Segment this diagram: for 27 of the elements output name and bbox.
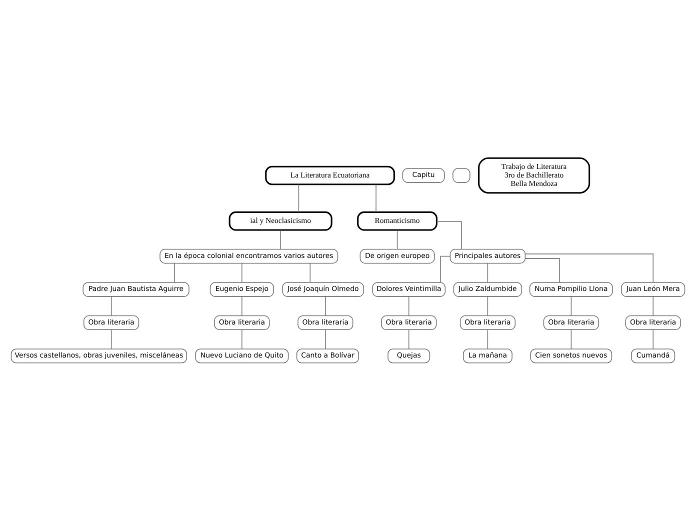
connector <box>325 296 326 316</box>
node-box <box>452 168 470 182</box>
connector <box>652 328 654 349</box>
connector <box>487 328 488 349</box>
connector <box>408 328 410 349</box>
connector <box>325 328 326 349</box>
connector <box>570 296 572 316</box>
node-box: La Literatura Ecuatoriana <box>265 165 395 185</box>
connector <box>436 220 462 250</box>
connector <box>524 253 654 282</box>
connector <box>487 262 488 282</box>
connector <box>310 262 311 282</box>
connector <box>110 328 112 349</box>
connector <box>524 258 560 282</box>
connector <box>487 296 488 316</box>
connector <box>110 296 112 316</box>
connector <box>298 184 300 212</box>
connector <box>396 229 398 249</box>
connector <box>570 328 572 349</box>
node-box: ial y Neoclasicismo <box>228 210 332 230</box>
node-box: Trabajo de Literatura 3ro de Bachillerato Bella Mendoza <box>478 156 590 194</box>
connector <box>280 229 281 249</box>
connector <box>440 255 450 282</box>
node-box: Romanticismo <box>357 210 438 230</box>
connector <box>408 296 410 316</box>
connector <box>652 296 654 316</box>
connector <box>174 262 175 282</box>
